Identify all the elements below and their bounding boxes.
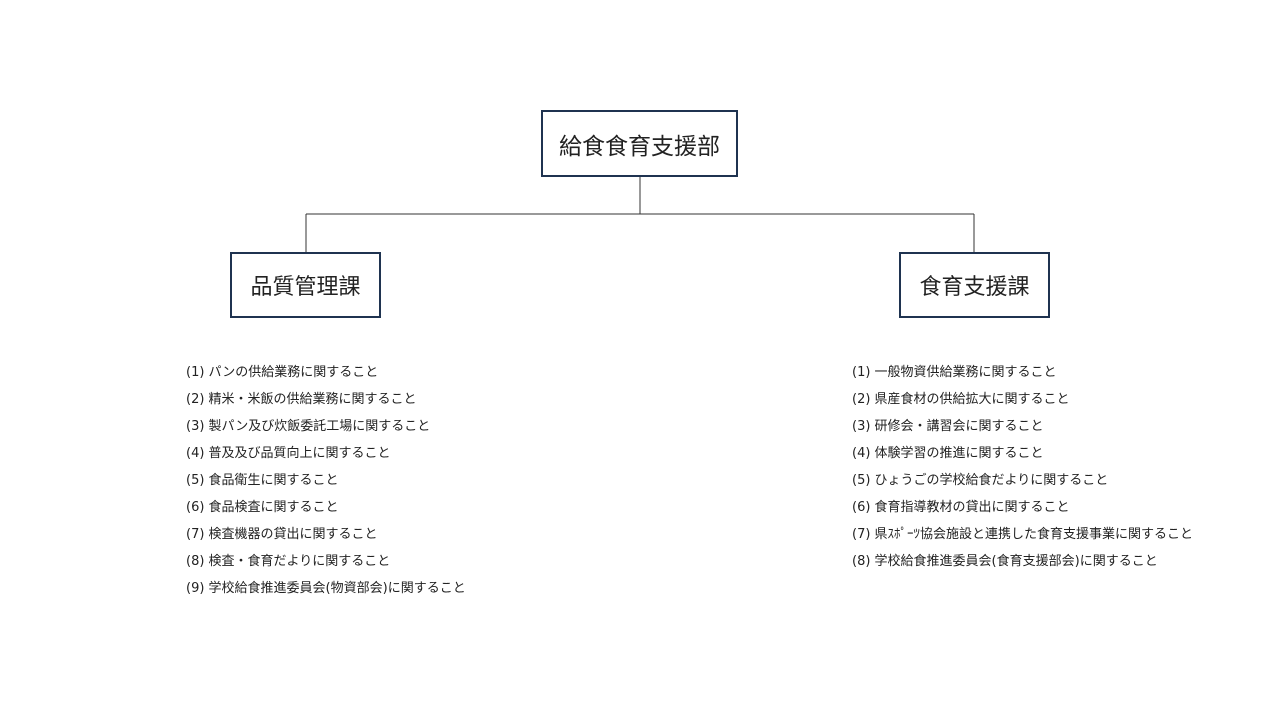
duty-item: (7) 検査機器の貸出に関すること <box>186 527 378 542</box>
section-label-food-education: 食育支援課 <box>919 275 1030 300</box>
duty-item: (6) 食品検査に関すること <box>186 500 339 515</box>
department-box-top: 給食食育支援部 <box>541 110 738 177</box>
section-box-quality: 品質管理課 <box>230 252 381 318</box>
duty-item: (1) パンの供給業務に関すること <box>186 365 379 380</box>
duty-item: (8) 検査・食育だよりに関すること <box>186 554 391 569</box>
duty-list-quality: (1) パンの供給業務に関すること (2) 精米・米飯の供給業務に関すること (… <box>186 364 466 607</box>
section-box-food-education: 食育支援課 <box>899 252 1050 318</box>
duty-item: (3) 研修会・講習会に関すること <box>852 419 1044 434</box>
duty-item: (4) 普及及び品質向上に関すること <box>186 446 391 461</box>
duty-item: (7) 県ｽﾎﾟｰﾂ協会施設と連携した食育支援事業に関すること <box>852 527 1194 542</box>
duty-item: (9) 学校給食推進委員会(物資部会)に関すること <box>186 581 466 596</box>
duty-item: (1) 一般物資供給業務に関すること <box>852 365 1057 380</box>
duty-item: (8) 学校給食推進委員会(食育支援部会)に関すること <box>852 554 1158 569</box>
department-label: 給食食育支援部 <box>559 133 720 160</box>
duty-item: (2) 県産食材の供給拡大に関すること <box>852 392 1070 407</box>
duty-item: (4) 体験学習の推進に関すること <box>852 446 1044 461</box>
duty-item: (5) 食品衛生に関すること <box>186 473 339 488</box>
duty-item: (6) 食育指導教材の貸出に関すること <box>852 500 1070 515</box>
duty-item: (2) 精米・米飯の供給業務に関すること <box>186 392 417 407</box>
section-label-quality: 品質管理課 <box>250 275 361 300</box>
duty-item: (5) ひょうごの学校給食だよりに関すること <box>852 473 1109 488</box>
duty-list-food-education: (1) 一般物資供給業務に関すること (2) 県産食材の供給拡大に関すること (… <box>852 364 1193 580</box>
duty-item: (3) 製パン及び炊飯委託工場に関すること <box>186 419 431 434</box>
